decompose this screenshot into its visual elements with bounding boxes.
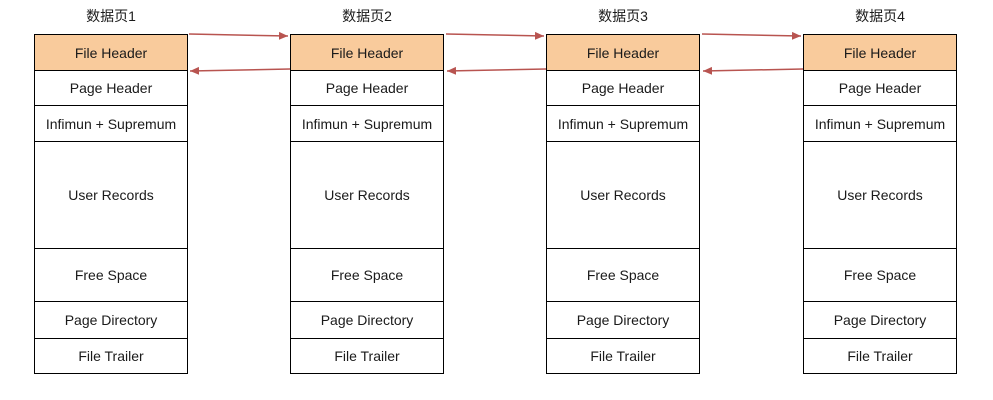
- page-title-2: 数据页2: [342, 8, 392, 24]
- next-arrow-1-2: [188, 31, 289, 40]
- page-header-4: Page Header: [804, 71, 956, 106]
- user-records-2: User Records: [291, 142, 443, 249]
- free-space-1: Free Space: [35, 249, 187, 302]
- page-header-1: Page Header: [35, 71, 187, 106]
- page-header-2: Page Header: [291, 71, 443, 106]
- page-title-3: 数据页3: [598, 8, 648, 24]
- next-arrow-3-4: [701, 31, 802, 40]
- page-header-3: Page Header: [547, 71, 699, 106]
- page-directory-3: Page Directory: [547, 302, 699, 339]
- infimum-supremum-4: Infimun + Supremum: [804, 106, 956, 142]
- free-space-3: Free Space: [547, 249, 699, 302]
- file-trailer-4: File Trailer: [847, 348, 913, 364]
- file-header-4: File Header: [804, 35, 956, 71]
- page-box-2: File Header Page Header Infimun + Suprem…: [290, 34, 444, 374]
- prev-arrow-4-3: [702, 66, 804, 75]
- next-arrow-2-3: [445, 31, 545, 40]
- file-trailer-1: File Trailer: [78, 348, 144, 364]
- prev-arrow-3-2: [446, 66, 547, 75]
- file-trailer-3: File Trailer: [590, 348, 656, 364]
- page-title-4: 数据页4: [855, 8, 905, 24]
- page-directory-4: Page Directory: [804, 302, 956, 339]
- page-title-1: 数据页1: [86, 8, 136, 24]
- file-header-3: File Header: [547, 35, 699, 71]
- file-header-1: File Header: [35, 35, 187, 71]
- infimum-supremum-3: Infimun + Supremum: [547, 106, 699, 142]
- user-records-4: User Records: [804, 142, 956, 249]
- page-directory-1: Page Directory: [35, 302, 187, 339]
- prev-arrow-2-1: [189, 66, 291, 75]
- file-trailer-2: File Trailer: [334, 348, 400, 364]
- page-box-3: File Header Page Header Infimun + Suprem…: [546, 34, 700, 374]
- file-header-2: File Header: [291, 35, 443, 71]
- page-box-1: File Header Page Header Infimun + Suprem…: [34, 34, 188, 374]
- free-space-2: Free Space: [291, 249, 443, 302]
- user-records-3: User Records: [547, 142, 699, 249]
- infimum-supremum-1: Infimun + Supremum: [35, 106, 187, 142]
- free-space-4: Free Space: [804, 249, 956, 302]
- user-records-1: User Records: [35, 142, 187, 249]
- page-box-4: File Header Page Header Infimun + Suprem…: [803, 34, 957, 374]
- infimum-supremum-2: Infimun + Supremum: [291, 106, 443, 142]
- page-directory-2: Page Directory: [291, 302, 443, 339]
